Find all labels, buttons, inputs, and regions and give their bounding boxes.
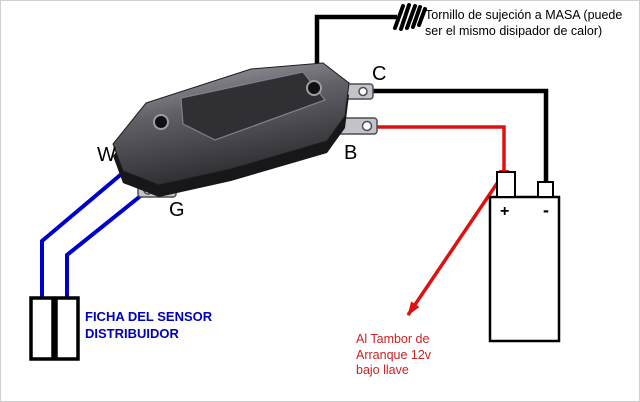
battery-plus-sign: + — [500, 203, 510, 220]
terminal-g-label: G — [169, 199, 185, 221]
ground-note: Tornillo de sujeción a MASA (puede ser e… — [425, 8, 623, 38]
mounting-hole-right — [306, 80, 322, 96]
ground-wire — [314, 14, 397, 85]
switched-12v-arrow — [406, 178, 502, 316]
mounting-hole-left — [153, 114, 169, 130]
terminal-c-label: C — [372, 63, 387, 85]
wire-c-to-battery-minus — [363, 88, 549, 181]
distributor-connector — [29, 296, 80, 361]
battery-plus-terminal — [496, 171, 516, 198]
wire-b-to-battery-plus — [367, 125, 509, 184]
terminal-b-label: B — [344, 142, 358, 164]
battery-body — [488, 195, 561, 343]
terminal-w-label: W — [97, 144, 116, 166]
battery-minus-terminal — [537, 181, 554, 198]
battery-minus-sign: - — [543, 200, 549, 220]
battery — [488, 171, 561, 343]
ignition-module — [112, 62, 350, 197]
sensor-wire-g — [65, 188, 150, 299]
ground-screw-icon — [393, 3, 427, 31]
sensor-wire-w — [40, 164, 133, 299]
starter-note: Al Tambor de Arranque 12v bajo llave — [356, 332, 432, 378]
sensor-connector-note: FICHA DEL SENSOR DISTRIBUIDOR — [85, 309, 213, 341]
